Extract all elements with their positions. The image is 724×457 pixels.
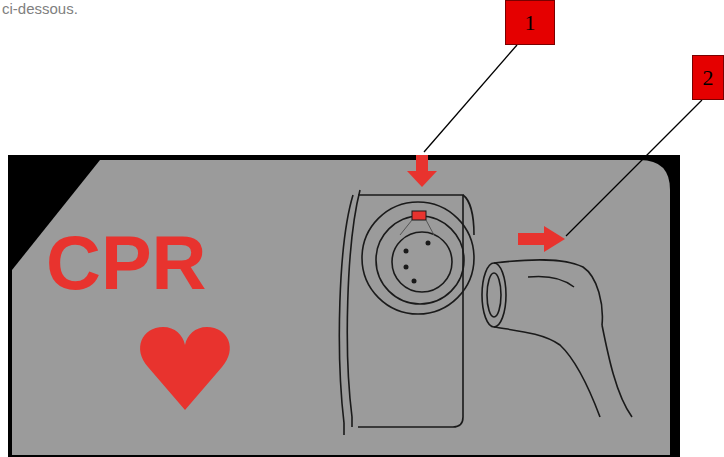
callout-box: 2 (692, 55, 724, 100)
caption-fragment: ci-dessous. (2, 0, 78, 17)
callout-box: 1 (505, 0, 555, 45)
heart-symbol (140, 327, 230, 410)
leader-line (424, 45, 517, 152)
panel-illustration (8, 155, 680, 457)
socket-latch (400, 211, 434, 235)
callout-number: 2 (703, 67, 714, 89)
callout-number: 1 (525, 12, 536, 34)
leader-line (566, 100, 702, 236)
socket-drawing (339, 190, 474, 435)
plug-drawing (482, 260, 632, 417)
cpr-panel: CPR (8, 155, 680, 457)
insert-arrows (407, 155, 565, 252)
panel-title: CPR (46, 225, 206, 301)
socket-pins (404, 241, 431, 284)
